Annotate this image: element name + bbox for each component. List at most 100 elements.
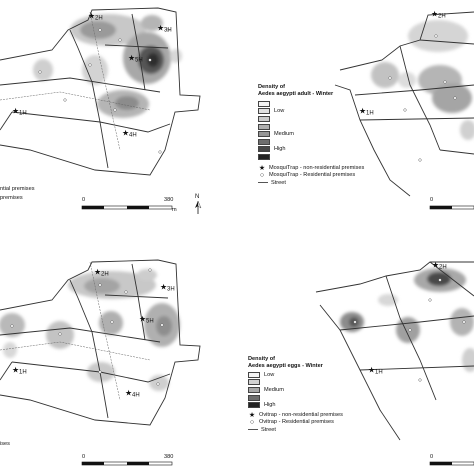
legend-level: High — [258, 146, 418, 154]
swatch-icon — [248, 402, 260, 409]
legend-level: Medium — [258, 130, 418, 138]
scale-bar: 0 380 — [81, 454, 173, 466]
swatch-icon — [258, 131, 270, 138]
panel-bottom-right: ★2H★1H 0 — [315, 261, 474, 466]
scale-bar: 0 380 m — [81, 197, 177, 213]
residential-traps — [353, 278, 466, 382]
swatch-icon — [248, 386, 260, 393]
site-label: 5H — [146, 319, 154, 325]
residential-traps — [38, 28, 170, 154]
site-star-icon: ★ — [125, 389, 132, 398]
svg-text:m: m — [172, 207, 177, 213]
site-star-icon: ★ — [94, 268, 101, 277]
site-label: 4H — [132, 393, 140, 399]
site-star-icon: ★ — [12, 366, 19, 375]
legend-fragment-1: ntial premises — [0, 186, 35, 192]
swatch-icon — [248, 371, 260, 378]
site-label: 1H — [366, 111, 374, 117]
streets — [0, 11, 151, 151]
street-line-icon — [258, 182, 268, 184]
blocks — [334, 11, 474, 197]
panel-top-left: ★2H★3H★5H★1H★4H ntial premises premises … — [0, 7, 202, 214]
blocks — [0, 7, 201, 176]
legend-level: Low — [248, 371, 408, 379]
legend-level: High — [248, 401, 408, 409]
legend-level — [248, 379, 408, 387]
svg-text:0: 0 — [82, 454, 85, 460]
site-star-icon: ★ — [128, 54, 135, 63]
non-residential-sites: ★2H★1H — [359, 10, 446, 117]
circle-icon: ○ — [259, 171, 265, 179]
non-residential-sites: ★2H★3H★5H★1H★4H — [12, 12, 172, 139]
star-icon: ★ — [258, 164, 266, 172]
circle-icon: ○ — [249, 418, 255, 426]
legend-trap-star: ★Ovitrap - non-residential premises — [248, 411, 343, 419]
legend-level — [258, 123, 418, 131]
swatch-icon — [258, 153, 270, 160]
density-surface — [371, 20, 474, 140]
legend-level: Medium — [248, 386, 408, 394]
swatch-icon — [258, 123, 270, 130]
site-star-icon: ★ — [432, 261, 439, 270]
swatch-icon — [258, 100, 270, 107]
legend-level — [258, 138, 418, 146]
legend-title-line1: Density of — [258, 84, 286, 90]
scale-bar: 0 — [429, 454, 474, 466]
legend-level — [248, 394, 408, 402]
site-label: 1H — [19, 370, 27, 376]
legend-trap-circle: ○MosquiTrap - Residential premises — [259, 171, 356, 179]
site-star-icon: ★ — [359, 107, 366, 116]
swatch-icon — [258, 138, 270, 145]
non-residential-sites: ★2H★3H★5H★1H★4H — [12, 268, 175, 399]
svg-text:0: 0 — [430, 454, 433, 460]
site-label: 2H — [95, 16, 103, 22]
legend-trap-star: ★MosquiTrap - non-residential premises — [258, 164, 365, 172]
legend-title-line1: Density of — [248, 356, 276, 362]
panel-top-right: ★2H★1H 0 — [334, 10, 474, 210]
legend-street: Street — [258, 179, 418, 187]
streets — [0, 261, 151, 401]
legend-street: Street — [248, 426, 408, 434]
site-star-icon: ★ — [431, 10, 438, 19]
svg-text:0: 0 — [82, 197, 85, 203]
site-star-icon: ★ — [139, 315, 146, 324]
site-star-icon: ★ — [368, 366, 375, 375]
legend-fragment-2: premises — [0, 195, 23, 201]
scale-bar: 0 — [429, 197, 474, 210]
site-star-icon: ★ — [88, 12, 95, 21]
north-arrow: N — [195, 194, 202, 214]
legend-egg-density: Density of Aedes aegypti eggs - Winter L… — [248, 356, 408, 434]
residential-traps — [10, 268, 164, 386]
legend-level — [258, 100, 418, 108]
svg-text:380: 380 — [164, 197, 173, 203]
site-label: 3H — [164, 28, 172, 34]
legend-trap-circle: ○Ovitrap - Residential premises — [249, 418, 334, 426]
legend-level — [258, 153, 418, 161]
legend-title-line2: Aedes aegypti eggs - Winter — [248, 363, 323, 369]
site-star-icon: ★ — [157, 24, 164, 33]
legend-level — [258, 115, 418, 123]
swatch-icon — [248, 394, 260, 401]
non-residential-sites: ★2H★1H — [368, 261, 447, 376]
site-label: 5H — [135, 58, 143, 64]
svg-text:0: 0 — [430, 197, 433, 203]
site-label: 1H — [19, 111, 27, 117]
star-icon: ★ — [248, 411, 256, 419]
site-label: 3H — [167, 287, 175, 293]
site-star-icon: ★ — [12, 107, 19, 116]
swatch-icon — [258, 115, 270, 122]
site-label: 2H — [438, 14, 446, 20]
residential-traps — [388, 34, 457, 162]
blocks — [315, 261, 474, 441]
panel-bottom-left: ★2H★3H★5H★1H★4H ises 0 380 — [0, 259, 201, 466]
legend-fragment-1: ises — [0, 441, 10, 447]
street-line-icon — [248, 429, 258, 431]
blocks — [0, 259, 201, 426]
swatch-icon — [258, 108, 270, 115]
site-label: 1H — [375, 370, 383, 376]
swatch-icon — [258, 146, 270, 153]
legend-title-line2: Aedes aegypti adult - Winter — [258, 91, 334, 97]
svg-text:N: N — [195, 194, 199, 200]
swatch-icon — [248, 379, 260, 386]
site-label: 4H — [129, 133, 137, 139]
